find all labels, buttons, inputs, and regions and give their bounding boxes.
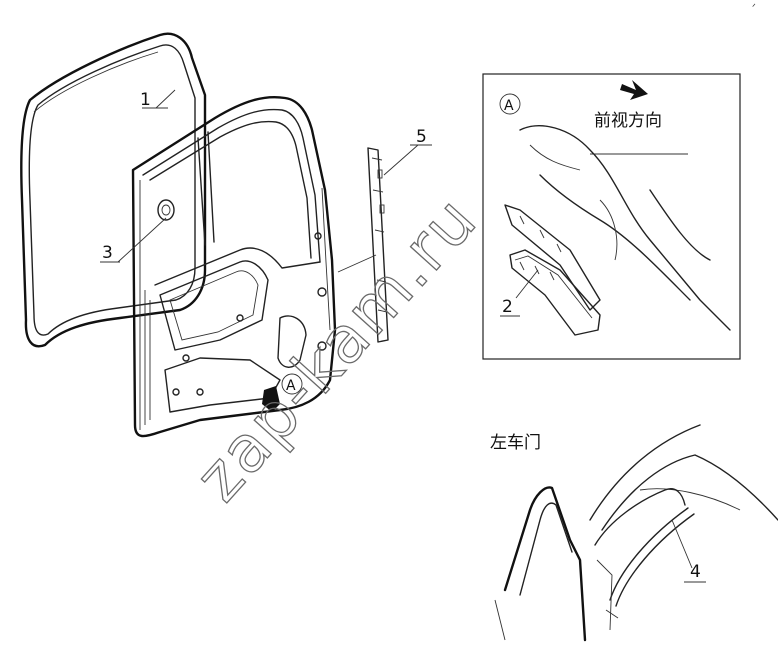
detail-a-label: A <box>286 378 296 394</box>
watermark: zap-kam.ru <box>182 183 492 516</box>
left-door-label: 左车门 <box>490 433 541 453</box>
corner-mark: ᐟ <box>752 3 756 13</box>
door-plug <box>100 199 175 263</box>
view-direction-label: 前视方向 <box>594 111 662 131</box>
callout-1: 1 <box>140 90 151 110</box>
inset-a-marker: A <box>504 98 514 114</box>
trim-strip <box>337 144 432 343</box>
left-door-inset <box>494 424 778 642</box>
callout-2: 2 <box>502 297 513 317</box>
detail-a-marker <box>262 373 303 412</box>
callout-5: 5 <box>416 127 427 147</box>
callout-4: 4 <box>690 562 701 582</box>
door-weatherstrip-seal <box>20 32 207 348</box>
callout-3: 3 <box>102 243 113 263</box>
inset-a-box <box>482 73 741 360</box>
door-panel <box>131 96 337 438</box>
